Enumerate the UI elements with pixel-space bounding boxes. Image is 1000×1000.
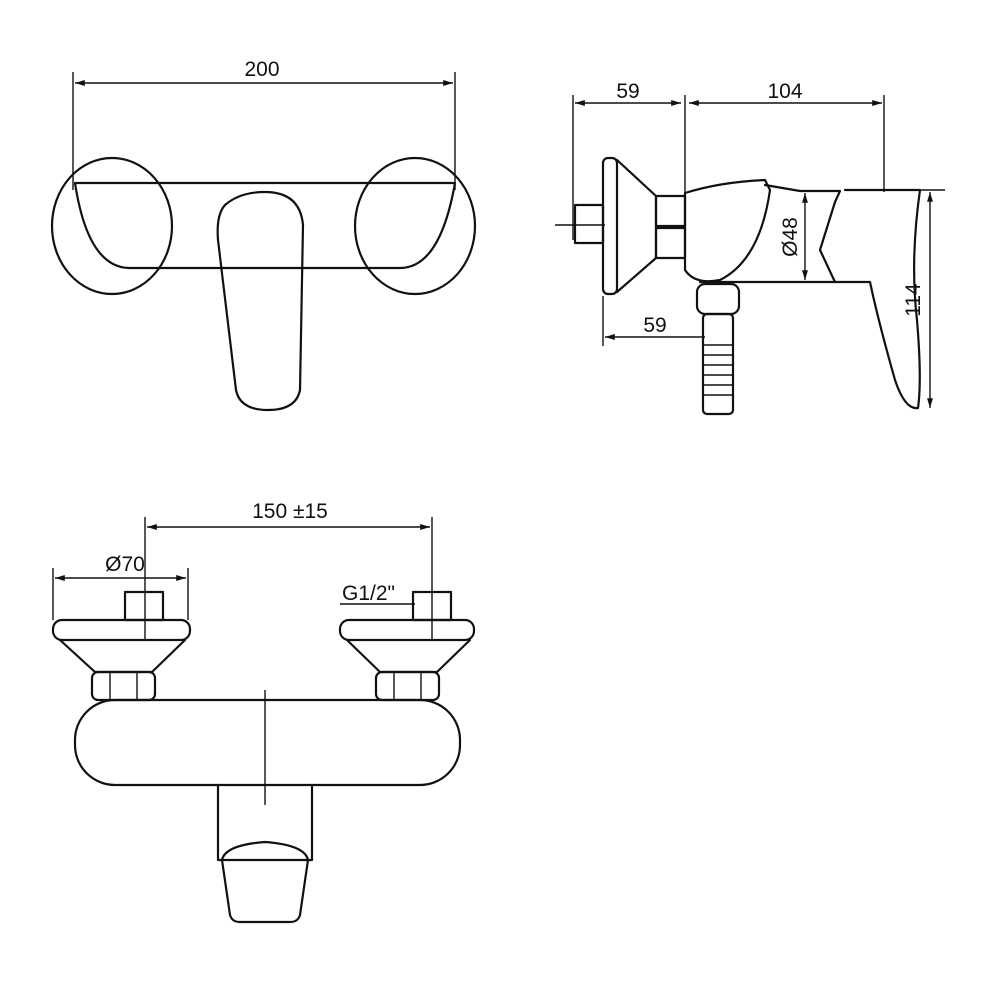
right-nut bbox=[374, 670, 441, 702]
flange-cone bbox=[615, 158, 658, 294]
dimension-label-59-lower: 59 bbox=[643, 314, 666, 337]
dimension-label-48: Ø48 bbox=[779, 217, 802, 257]
dimension-label-104: 104 bbox=[767, 80, 802, 103]
outlet-thread bbox=[701, 312, 735, 416]
left-flange-cone bbox=[58, 638, 187, 674]
front-view: 150 ±15 Ø70 G1/2" bbox=[51, 500, 476, 924]
thread-label: G1/2" bbox=[342, 582, 395, 605]
lever-front bbox=[220, 840, 310, 924]
left-flange-cap bbox=[51, 618, 192, 642]
dimension-label-59-top: 59 bbox=[616, 80, 639, 103]
thread-lines bbox=[703, 344, 733, 396]
top-view: 200 bbox=[50, 58, 477, 412]
mixer-body-front bbox=[73, 698, 462, 787]
dimension-label-150: 150 ±15 bbox=[252, 500, 328, 523]
left-inlet-stub bbox=[123, 590, 165, 622]
outlet-nut bbox=[695, 282, 741, 316]
lever-base bbox=[216, 783, 314, 862]
lever-side bbox=[833, 188, 922, 410]
nut-upper bbox=[654, 194, 687, 228]
dimension-label-200: 200 bbox=[244, 58, 279, 81]
mixer-body-top bbox=[73, 181, 457, 270]
side-view: 59 104 Ø48 114 59 bbox=[555, 80, 945, 416]
wall-stub bbox=[573, 203, 605, 245]
mixer-body-side bbox=[683, 178, 772, 283]
left-nut bbox=[90, 670, 157, 702]
right-wall-flange bbox=[353, 156, 477, 296]
right-flange-cone bbox=[345, 638, 472, 674]
wall-flange-side bbox=[601, 156, 619, 296]
left-wall-flange bbox=[50, 156, 174, 296]
body-connector bbox=[698, 183, 842, 284]
dimension-label-114: 114 bbox=[902, 283, 925, 317]
lever-handle bbox=[216, 190, 305, 412]
right-flange-cap bbox=[338, 618, 476, 642]
dimension-label-70: Ø70 bbox=[105, 553, 145, 576]
nut-lower bbox=[654, 226, 687, 260]
